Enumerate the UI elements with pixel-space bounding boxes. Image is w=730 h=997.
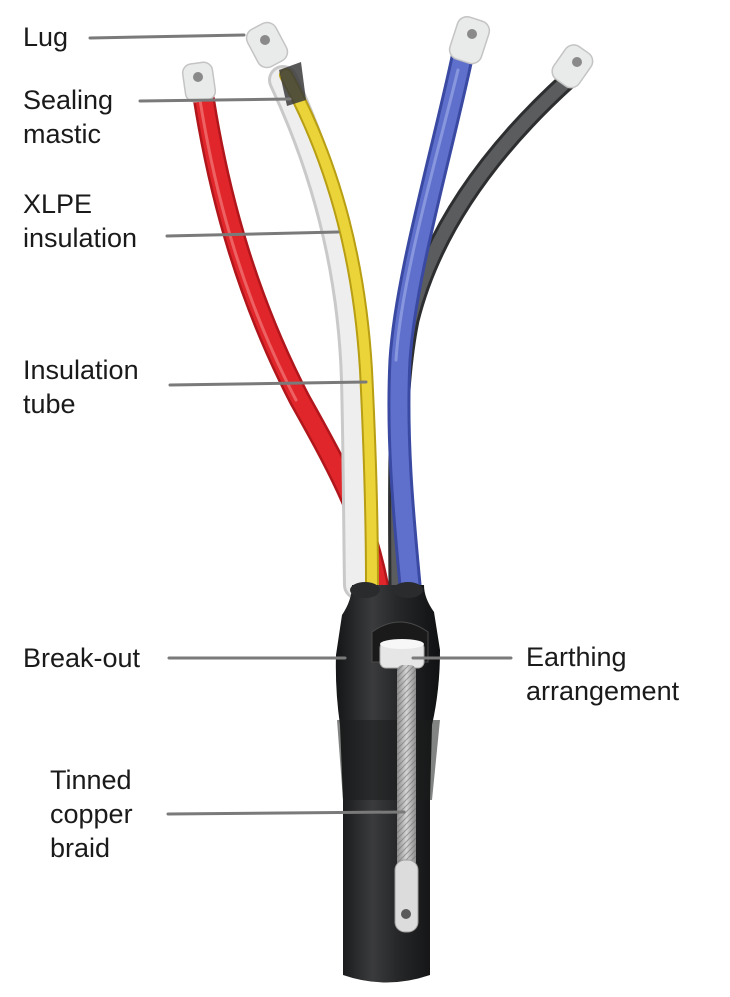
lug-red bbox=[181, 61, 217, 103]
grey-core bbox=[387, 70, 578, 595]
leader-lug bbox=[88, 33, 246, 40]
blue-core bbox=[387, 46, 474, 597]
leader-xlpe-insulation bbox=[165, 230, 340, 238]
label-tinned-copper-braid: Tinned copper braid bbox=[50, 765, 133, 863]
label-break-out: Break-out bbox=[23, 643, 141, 673]
copper-braid bbox=[394, 665, 419, 933]
label-sealing-mastic: Sealing mastic bbox=[23, 85, 114, 149]
leader-tinned-copper-braid bbox=[166, 810, 406, 816]
label-insulation-tube: Insulation tube bbox=[23, 355, 139, 419]
insulation-tube bbox=[268, 65, 373, 600]
label-lug: Lug bbox=[23, 22, 69, 52]
label-earthing-arrangement: Earthing arrangement bbox=[526, 642, 680, 706]
label-xlpe-insulation: XLPE insulation bbox=[23, 189, 138, 253]
earthing-ring bbox=[379, 639, 425, 669]
lug-grey bbox=[551, 44, 594, 89]
lug-blue bbox=[448, 15, 491, 65]
yellow-core bbox=[279, 68, 379, 592]
leader-insulation-tube bbox=[168, 380, 368, 387]
lug-yellow bbox=[245, 21, 289, 69]
sealing-mastic bbox=[279, 62, 306, 106]
leader-sealing-mastic bbox=[138, 97, 292, 103]
